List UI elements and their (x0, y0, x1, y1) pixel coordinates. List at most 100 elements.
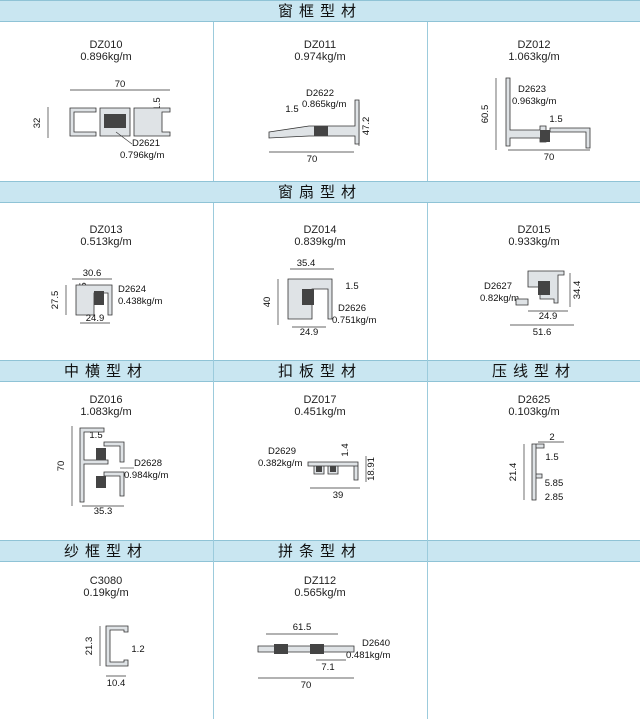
divider (427, 203, 428, 360)
divider (213, 360, 214, 540)
product-code: DZ017 (303, 394, 337, 406)
product-weight: 0.513kg/m (80, 236, 132, 248)
section-title-screen-frame: 纱框型材 (63, 543, 148, 560)
sub-code: D2623 (518, 84, 546, 95)
dimension-label: 2 (549, 432, 554, 443)
sub-weight: 0.82kg/m (480, 293, 519, 304)
section-title-frame: 窗框型材 (277, 3, 362, 20)
product-weight: 0.933kg/m (508, 236, 560, 248)
sub-weight: 0.382kg/m (258, 458, 302, 469)
sub-code: D2622 (306, 88, 334, 99)
dimension-label: 1.5 (89, 430, 102, 441)
sub-code: D2629 (268, 446, 296, 457)
profile-drawing: 61.5 D2640 0.481kg/m 7.1 70 (257, 622, 390, 691)
profile-drawing: D2627 0.82kg/m 34.4 24.9 51.6 (480, 270, 583, 338)
band-frame: 窗框型材 (0, 0, 640, 22)
dimension-label: 2.85 (545, 492, 564, 503)
product-card: DZ014 0.839kg/m 35.4 40 1.5 D2626 0.751k… (214, 203, 426, 360)
product-weight: 0.103kg/m (508, 406, 560, 418)
divider (427, 22, 428, 181)
sub-weight: 0.481kg/m (346, 650, 390, 661)
band-sash: 窗扇型材 (0, 181, 640, 203)
product-weight: 0.19kg/m (83, 587, 129, 599)
product-code: D2625 (517, 394, 551, 406)
product-code: DZ013 (89, 224, 123, 236)
product-weight: 0.451kg/m (294, 406, 346, 418)
product-card: DZ011 0.974kg/m 1.5 D2622 0.865kg/m 47.2… (214, 22, 426, 181)
profile-drawing: 21.3 1.2 10.4 (84, 625, 145, 689)
dimension-label: 34.4 (572, 281, 583, 300)
band-row4: 纱框型材 拼条型材 (0, 540, 640, 562)
divider (213, 22, 214, 181)
dimension-label: 70 (301, 680, 312, 691)
product-weight: 0.565kg/m (294, 587, 346, 599)
profile-drawing: 1.5 D2622 0.865kg/m 47.2 70 (268, 88, 372, 165)
dimension-label: 70 (115, 79, 126, 90)
section-title-glazing-bead: 压线型材 (491, 363, 576, 380)
dimension-label: 39 (333, 490, 344, 501)
dimension-label: 1.5 (545, 452, 558, 463)
sub-code: D2624 (118, 284, 146, 295)
dimension-label: 1.5 (285, 104, 298, 115)
dimension-label: 24.9 (300, 327, 319, 338)
product-card: DZ013 0.513kg/m 30.6 27.5 1.5 D2624 0.43… (0, 203, 212, 360)
dimension-label: 51.6 (533, 327, 552, 338)
divider (427, 360, 428, 540)
dimension-label: 18.91 (366, 457, 377, 481)
dimension-label: 24.9 (86, 313, 105, 324)
dimension-label: 61.5 (293, 622, 312, 633)
sub-code: D2628 (134, 458, 162, 469)
product-card: DZ016 1.083kg/m 1.5 70 D2628 0.984kg/m 3… (0, 382, 212, 540)
dimension-label: 70 (544, 152, 555, 163)
product-code: DZ016 (89, 394, 123, 406)
divider (427, 540, 428, 719)
dimension-label: 32 (32, 118, 43, 129)
profile-drawing: 1.4 D2629 0.382kg/m 18.91 39 (258, 443, 377, 501)
sub-code: D2626 (338, 303, 366, 314)
sub-weight: 0.438kg/m (118, 296, 162, 307)
product-card: DZ017 0.451kg/m 1.4 D2629 0.382kg/m 18.9… (214, 382, 426, 540)
sub-code: D2640 (362, 638, 390, 649)
sub-weight: 0.984kg/m (124, 470, 168, 481)
product-card: D2625 0.103kg/m 2 1.5 21.4 5.85 2.85 (428, 382, 640, 540)
product-card: C3080 0.19kg/m 21.3 1.2 10.4 (0, 562, 212, 719)
dimension-label: 27.5 (50, 291, 61, 310)
dimension-label: 1.2 (131, 644, 144, 655)
dimension-label: 1.5 (152, 97, 163, 110)
section-title-bead-cover: 扣板型材 (277, 363, 362, 380)
dimension-label: 35.3 (94, 506, 113, 517)
band-row3: 中横型材 扣板型材 压线型材 (0, 360, 640, 382)
product-card: DZ015 0.933kg/m D2627 0.82kg/m 34.4 24.9… (428, 203, 640, 360)
dimension-label: 1.4 (340, 443, 351, 456)
sub-weight: 0.796kg/m (120, 150, 164, 161)
sub-code: D2627 (484, 281, 512, 292)
product-card: DZ112 0.565kg/m 61.5 D2640 0.481kg/m 7.1… (214, 562, 426, 719)
product-code: DZ112 (303, 575, 337, 587)
profile-drawing: 30.6 27.5 1.5 D2624 0.438kg/m 24.9 (50, 268, 162, 324)
product-code: DZ012 (517, 39, 551, 51)
product-weight: 0.896kg/m (80, 51, 132, 63)
dimension-label: 5.85 (545, 478, 564, 489)
sub-weight: 0.865kg/m (302, 99, 346, 110)
dimension-label: 40 (262, 297, 273, 308)
profile-drawing: 60.5 D2623 0.963kg/m 1.5 70 (480, 77, 591, 163)
dimension-label: 70 (307, 154, 318, 165)
dimension-label: 10.4 (107, 678, 126, 689)
product-card: DZ010 0.896kg/m 70 32 1.5 D2621 0.796kg/… (0, 22, 212, 181)
product-weight: 0.974kg/m (294, 51, 346, 63)
dimension-label: 7.1 (321, 662, 334, 673)
dimension-label: 35.4 (297, 258, 316, 269)
profile-drawing: 70 32 1.5 D2621 0.796kg/m (32, 79, 171, 161)
product-code: DZ015 (517, 224, 551, 236)
dimension-label: 1.5 (549, 114, 562, 125)
dimension-label: 60.5 (480, 105, 491, 124)
product-code: DZ010 (89, 39, 123, 51)
profile-drawing: 35.4 40 1.5 D2626 0.751kg/m 24.9 (262, 258, 376, 338)
product-code: DZ011 (303, 39, 337, 51)
divider (213, 203, 214, 360)
product-code: DZ014 (303, 224, 337, 236)
section-title-mullion: 中横型材 (63, 363, 148, 380)
divider (213, 540, 214, 719)
sub-weight: 0.751kg/m (332, 315, 376, 326)
